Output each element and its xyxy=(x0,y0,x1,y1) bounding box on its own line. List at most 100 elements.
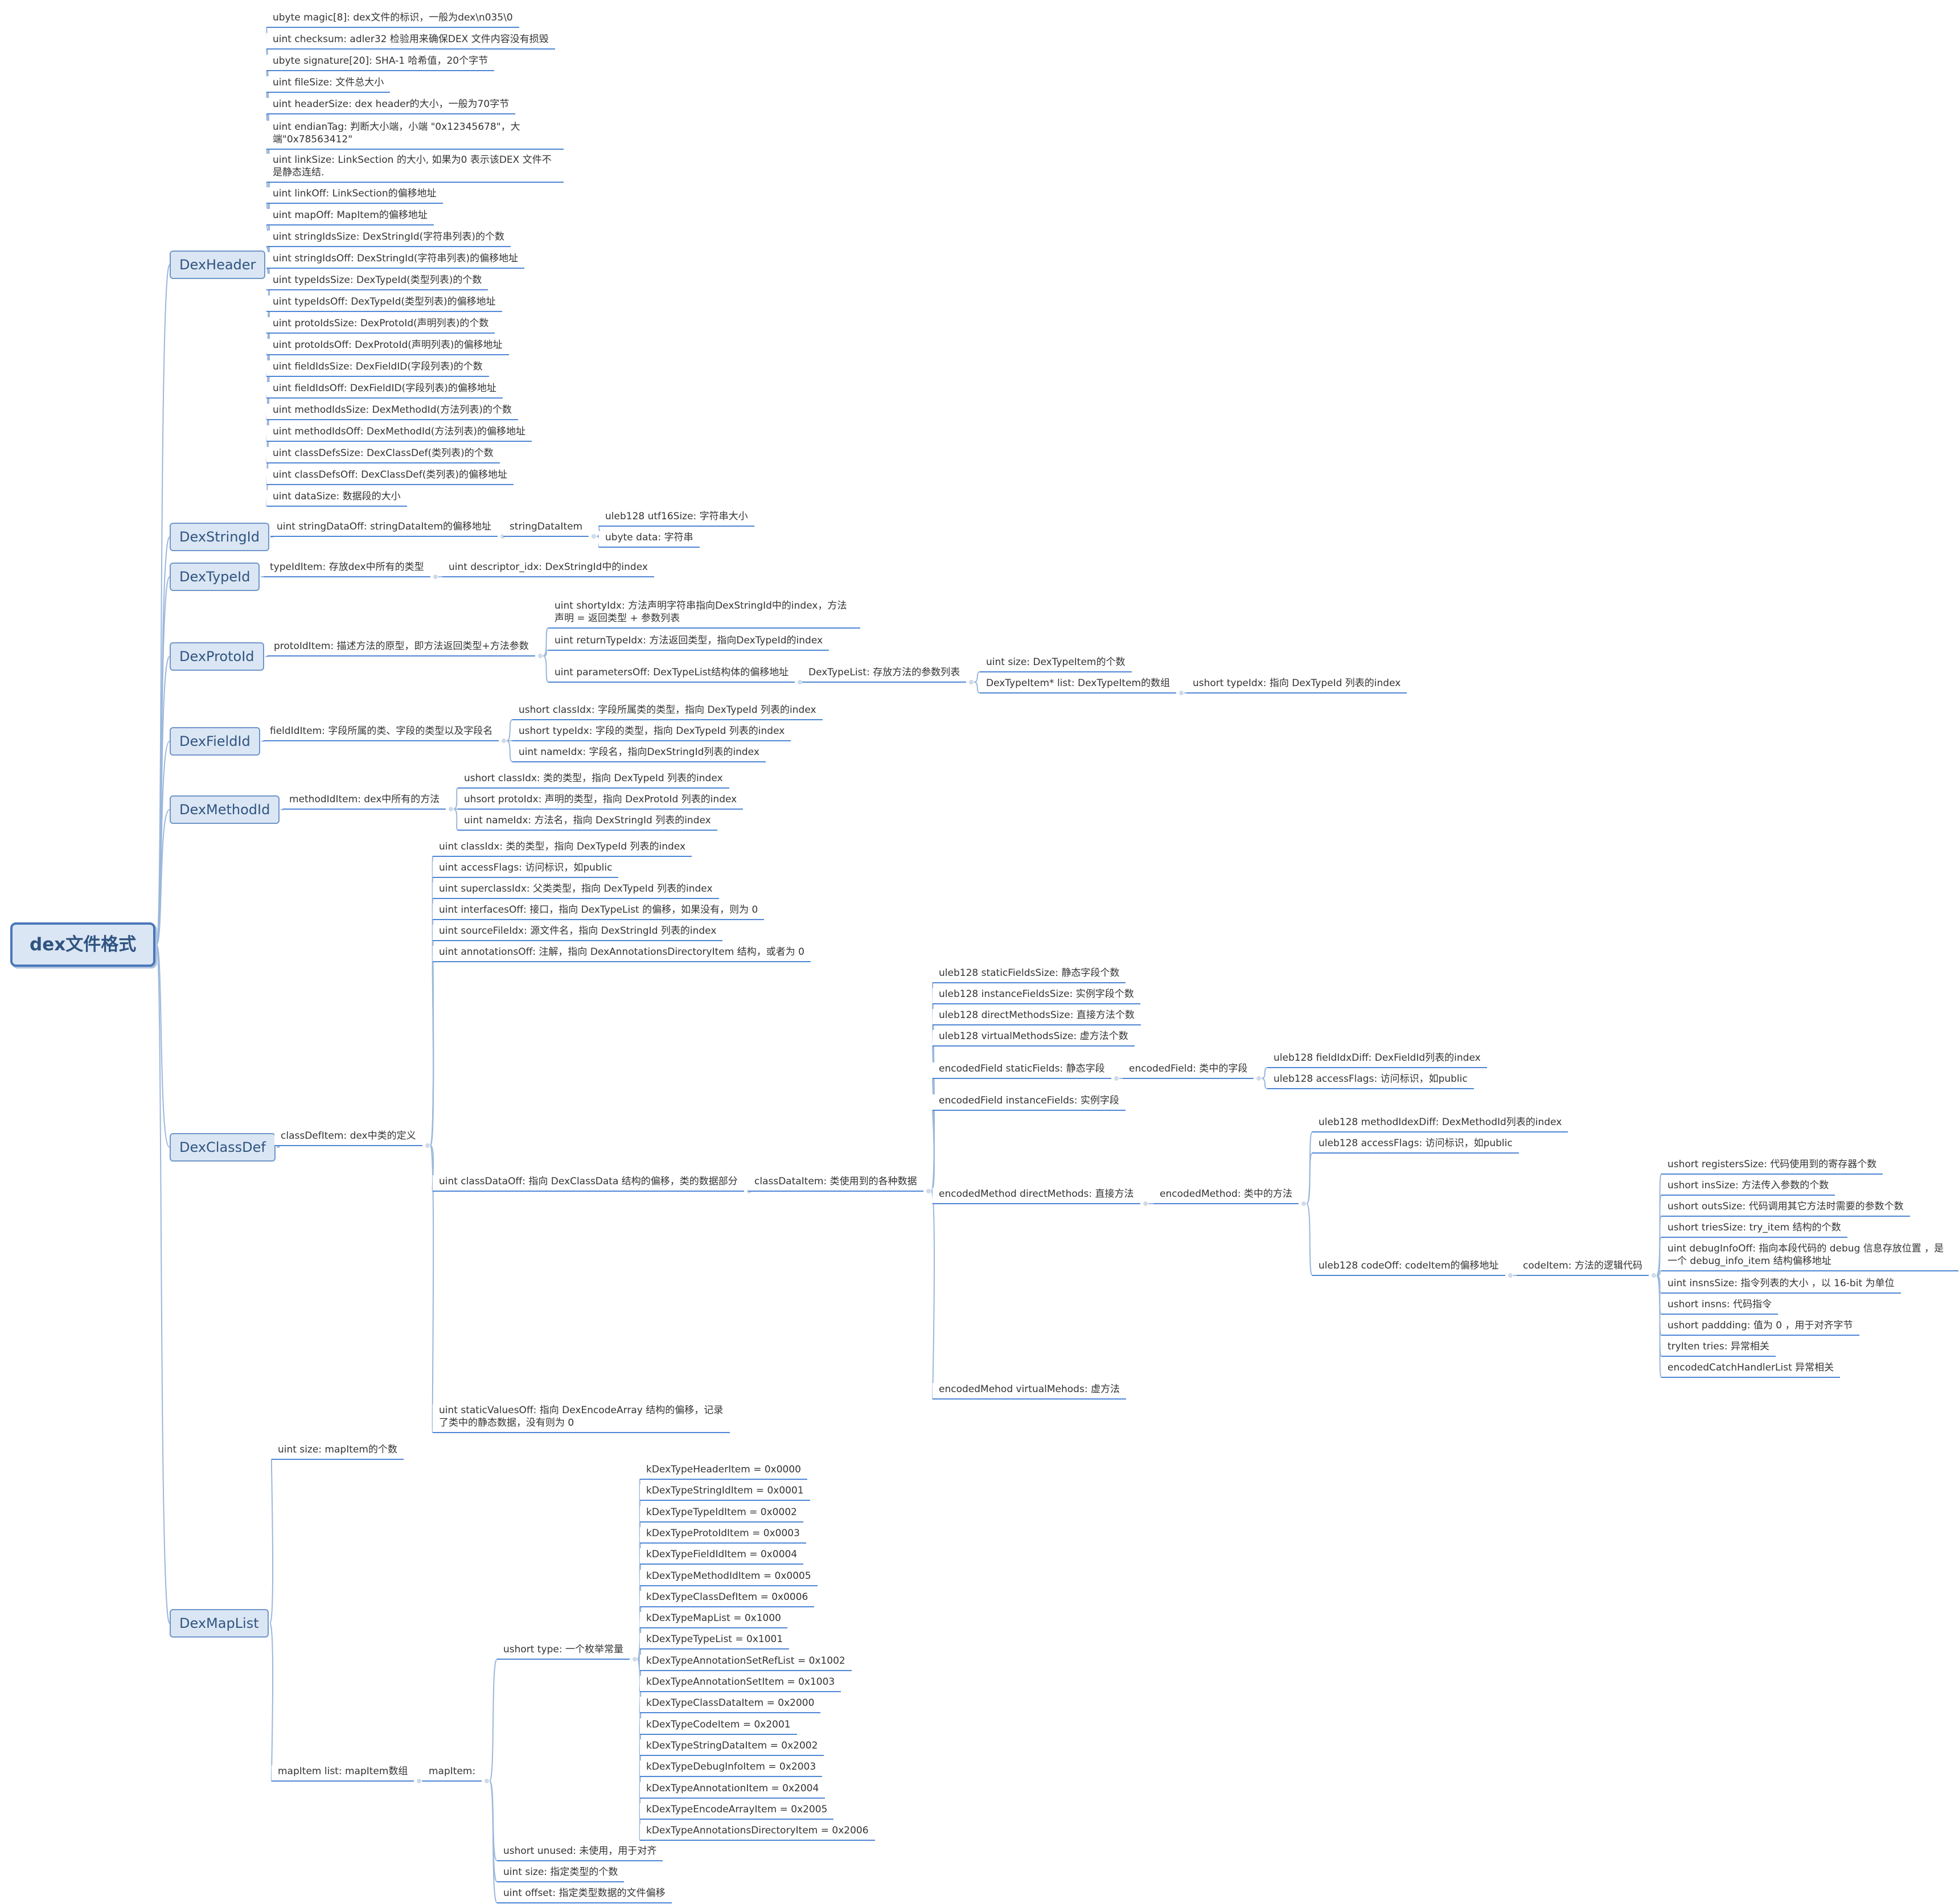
code-outs-size[interactable]: ushort outsSize: 代码调用其它方法时需要的参数个数 xyxy=(1661,1200,1910,1217)
map-type-7[interactable]: kDexTypeMapList = 0x1000 xyxy=(640,1612,787,1629)
map-type-2[interactable]: kDexTypeTypeIdItem = 0x0002 xyxy=(640,1505,803,1523)
encoded-virtual-methods[interactable]: encodedMehod virtualMehods: 虚方法 xyxy=(933,1383,1126,1400)
field-name-idx[interactable]: uint nameIdx: 字段名，指向DexStringId列表的index xyxy=(512,746,766,762)
class-source-file-idx[interactable]: uint sourceFileIdx: 源文件名，指向 DexStringId … xyxy=(433,925,723,941)
code-insns[interactable]: ushort insns: 代码指令 xyxy=(1661,1298,1778,1315)
class-def-item[interactable]: classDefItem: dex中类的定义 xyxy=(274,1130,422,1146)
map-type-12[interactable]: kDexTypeCodeItem = 0x2001 xyxy=(640,1718,797,1735)
virtual-methods-size[interactable]: uleb128 virtualMethodsSize: 虚方法个数 xyxy=(933,1030,1135,1047)
method-idx-diff[interactable]: uleb128 methodIdexDiff: DexMethodId列表的in… xyxy=(1312,1116,1568,1132)
map-type-17[interactable]: kDexTypeAnnotationsDirectoryItem = 0x200… xyxy=(640,1824,875,1841)
code-item[interactable]: codeItem: 方法的逻辑代码 xyxy=(1517,1259,1649,1276)
field-idx-diff[interactable]: uleb128 fieldIdxDiff: DexFieldId列表的index xyxy=(1267,1052,1487,1068)
header-field-21[interactable]: uint dataSize: 数据段的大小 xyxy=(266,490,407,507)
class-superclass-idx[interactable]: uint superclassIdx: 父类类型，指向 DexTypeId 列表… xyxy=(433,883,719,899)
map-type-9[interactable]: kDexTypeAnnotationSetRefList = 0x1002 xyxy=(640,1654,852,1671)
header-field-12[interactable]: uint typeIdsOff: DexTypeId(类型列表)的偏移地址 xyxy=(266,296,502,312)
string-data-off[interactable]: uint stringDataOff: stringDataItem的偏移地址 xyxy=(270,520,498,537)
map-list-size[interactable]: uint size: mapItem的个数 xyxy=(272,1443,404,1460)
code-debug-info-off[interactable]: uint debugInfoOff: 指向本段代码的 debug 信息存放位置 … xyxy=(1661,1242,1958,1271)
header-field-9[interactable]: uint stringIdsSize: DexStringId(字符串列表)的个… xyxy=(266,231,511,247)
type-list-size[interactable]: uint size: DexTypeItem的个数 xyxy=(980,656,1132,672)
code-ins-size[interactable]: ushort insSize: 方法传入参数的个数 xyxy=(1661,1179,1835,1196)
header-field-13[interactable]: uint protoIdsSize: DexProtoId(声明列表)的个数 xyxy=(266,317,495,334)
map-item-size[interactable]: uint size: 指定类型的个数 xyxy=(497,1866,625,1882)
map-list-items[interactable]: mapItem list: mapItem数组 xyxy=(272,1765,414,1782)
proto-return-type-idx[interactable]: uint returnTypeIdx: 方法返回类型，指向DexTypeId的i… xyxy=(548,634,829,651)
branch-dex-class-def[interactable]: DexClassDef xyxy=(170,1133,276,1162)
root-node[interactable]: dex文件格式 xyxy=(10,922,156,967)
branch-dex-type-id[interactable]: DexTypeId xyxy=(170,563,260,591)
code-tries[interactable]: tryIten tries: 异常相关 xyxy=(1661,1340,1776,1357)
encoded-direct-methods[interactable]: encodedMethod directMethods: 直接方法 xyxy=(933,1188,1140,1204)
code-padding[interactable]: ushort paddding: 值为 0 ，用于对齐字节 xyxy=(1661,1319,1859,1336)
map-item-type[interactable]: ushort type: 一个枚举常量 xyxy=(497,1643,630,1660)
proto-type-list[interactable]: DexTypeList: 存放方法的参数列表 xyxy=(802,666,967,683)
map-type-16[interactable]: kDexTypeEncodeArrayItem = 0x2005 xyxy=(640,1803,834,1820)
method-proto-idx[interactable]: uhsort protoIdx: 声明的类型，指向 DexProtoId 列表的… xyxy=(458,793,744,810)
map-type-1[interactable]: kDexTypeStringIdItem = 0x0001 xyxy=(640,1484,810,1501)
branch-dex-map-list[interactable]: DexMapList xyxy=(170,1609,269,1638)
map-item[interactable]: mapItem: xyxy=(422,1765,482,1782)
branch-dex-string-id[interactable]: DexStringId xyxy=(170,523,269,551)
header-field-20[interactable]: uint classDefsOff: DexClassDef(类列表)的偏移地址 xyxy=(266,469,514,485)
header-field-10[interactable]: uint stringIdsOff: DexStringId(字符串列表)的偏移… xyxy=(266,252,525,269)
method-class-idx[interactable]: ushort classIdx: 类的类型，指向 DexTypeId 列表的in… xyxy=(458,772,729,789)
instance-fields-size[interactable]: uleb128 instanceFieldsSize: 实例字段个数 xyxy=(933,988,1140,1004)
encoded-static-fields[interactable]: encodedField staticFields: 静态字段 xyxy=(933,1062,1111,1079)
header-field-6[interactable]: uint linkSize: LinkSection 的大小, 如果为0 表示该… xyxy=(266,154,564,183)
class-access-flags[interactable]: uint accessFlags: 访问标识，如public xyxy=(433,861,619,878)
map-type-6[interactable]: kDexTypeClassDefItem = 0x0006 xyxy=(640,1590,815,1607)
branch-dex-proto-id[interactable]: DexProtoId xyxy=(170,642,264,671)
branch-dex-field-id[interactable]: DexFieldId xyxy=(170,727,260,756)
map-type-5[interactable]: kDexTypeMethodIdItem = 0x0005 xyxy=(640,1569,818,1586)
code-catch-handlers[interactable]: encodedCatchHandlerList 异常相关 xyxy=(1661,1361,1841,1378)
branch-dex-method-id[interactable]: DexMethodId xyxy=(170,795,280,824)
encoded-method[interactable]: encodedMethod: 类中的方法 xyxy=(1153,1188,1299,1204)
header-field-5[interactable]: uint endianTag: 判断大小端，小端 "0x12345678"，大端… xyxy=(266,121,564,150)
class-data-off[interactable]: uint classDataOff: 指向 DexClassData 结构的偏移… xyxy=(433,1175,744,1192)
map-item-offset[interactable]: uint offset: 指定类型数据的文件偏移 xyxy=(497,1887,672,1903)
code-tries-size[interactable]: ushort triesSize: try_item 结构的个数 xyxy=(1661,1221,1847,1238)
header-field-17[interactable]: uint methodIdsSize: DexMethodId(方法列表)的个数 xyxy=(266,404,518,420)
header-field-8[interactable]: uint mapOff: MapItem的偏移地址 xyxy=(266,209,434,225)
string-utf16-size[interactable]: uleb128 utf16Size: 字符串大小 xyxy=(599,510,754,527)
branch-dex-header[interactable]: DexHeader xyxy=(170,251,266,279)
header-field-14[interactable]: uint protoIdsOff: DexProtoId(声明列表)的偏移地址 xyxy=(266,339,509,355)
type-list-items[interactable]: DexTypeItem* list: DexTypeItem的数组 xyxy=(980,677,1177,694)
header-field-3[interactable]: uint fileSize: 文件总大小 xyxy=(266,76,391,93)
header-field-16[interactable]: uint fieldIdsOff: DexFieldID(字段列表)的偏移地址 xyxy=(266,382,503,399)
code-off[interactable]: uleb128 codeOff: codeItem的偏移地址 xyxy=(1312,1259,1505,1276)
field-access-flags[interactable]: uleb128 accessFlags: 访问标识，如public xyxy=(1267,1073,1474,1089)
class-static-values-off[interactable]: uint staticValuesOff: 指向 DexEncodeArray … xyxy=(433,1404,730,1433)
type-item-type-idx[interactable]: ushort typeIdx: 指向 DexTypeId 列表的index xyxy=(1186,677,1407,694)
proto-id-item[interactable]: protoIdItem: 描述方法的原型，即方法返回类型+方法参数 xyxy=(268,640,535,656)
map-type-8[interactable]: kDexTypeTypeList = 0x1001 xyxy=(640,1633,790,1650)
code-insns-size[interactable]: uint insnsSize: 指令列表的大小 ，以 16-bit 为单位 xyxy=(1661,1277,1901,1294)
type-id-item[interactable]: typeIdItem: 存放dex中所有的类型 xyxy=(264,561,430,577)
string-data[interactable]: ubyte data: 字符串 xyxy=(599,531,700,548)
field-id-item[interactable]: fieldIdItem: 字段所属的类、字段的类型以及字段名 xyxy=(264,725,499,741)
map-type-14[interactable]: kDexTypeDebugInfoItem = 0x2003 xyxy=(640,1761,823,1778)
encoded-field[interactable]: encodedField: 类中的字段 xyxy=(1123,1062,1254,1079)
proto-shorty-idx[interactable]: uint shortyIdx: 方法声明字符串指向DexStringId中的in… xyxy=(548,600,860,629)
header-field-2[interactable]: ubyte signature[20]: SHA-1 哈希值，20个字节 xyxy=(266,55,495,71)
type-descriptor-idx[interactable]: uint descriptor_idx: DexStringId中的index xyxy=(442,561,654,577)
header-field-0[interactable]: ubyte magic[8]: dex文件的标识，一般为dex\n035\0 xyxy=(266,11,519,28)
map-type-11[interactable]: kDexTypeClassDataItem = 0x2000 xyxy=(640,1697,821,1714)
field-type-idx[interactable]: ushort typeIdx: 字段的类型，指向 DexTypeId 列表的in… xyxy=(512,725,791,741)
class-idx[interactable]: uint classIdx: 类的类型，指向 DexTypeId 列表的inde… xyxy=(433,840,692,857)
header-field-7[interactable]: uint linkOff: LinkSection的偏移地址 xyxy=(266,187,443,204)
class-data-item[interactable]: classDataItem: 类使用到的各种数据 xyxy=(748,1175,923,1192)
header-field-18[interactable]: uint methodIdsOff: DexMethodId(方法列表)的偏移地… xyxy=(266,425,532,442)
class-annotations-off[interactable]: uint annotationsOff: 注解，指向 DexAnnotation… xyxy=(433,946,811,962)
header-field-15[interactable]: uint fieldIdsSize: DexFieldID(字段列表)的个数 xyxy=(266,360,489,377)
class-interfaces-off[interactable]: uint interfacesOff: 接口，指向 DexTypeList 的偏… xyxy=(433,904,765,920)
direct-methods-size[interactable]: uleb128 directMethodsSize: 直接方法个数 xyxy=(933,1009,1141,1025)
method-name-idx[interactable]: uint nameIdx: 方法名，指向 DexStringId 列表的inde… xyxy=(458,814,717,831)
map-type-3[interactable]: kDexTypeProtoIdItem = 0x0003 xyxy=(640,1527,806,1544)
map-type-13[interactable]: kDexTypeStringDataItem = 0x2002 xyxy=(640,1739,824,1756)
code-registers-size[interactable]: ushort registersSize: 代码使用到的寄存器个数 xyxy=(1661,1158,1883,1175)
map-type-0[interactable]: kDexTypeHeaderItem = 0x0000 xyxy=(640,1463,807,1480)
map-type-4[interactable]: kDexTypeFieldIdItem = 0x0004 xyxy=(640,1548,804,1565)
